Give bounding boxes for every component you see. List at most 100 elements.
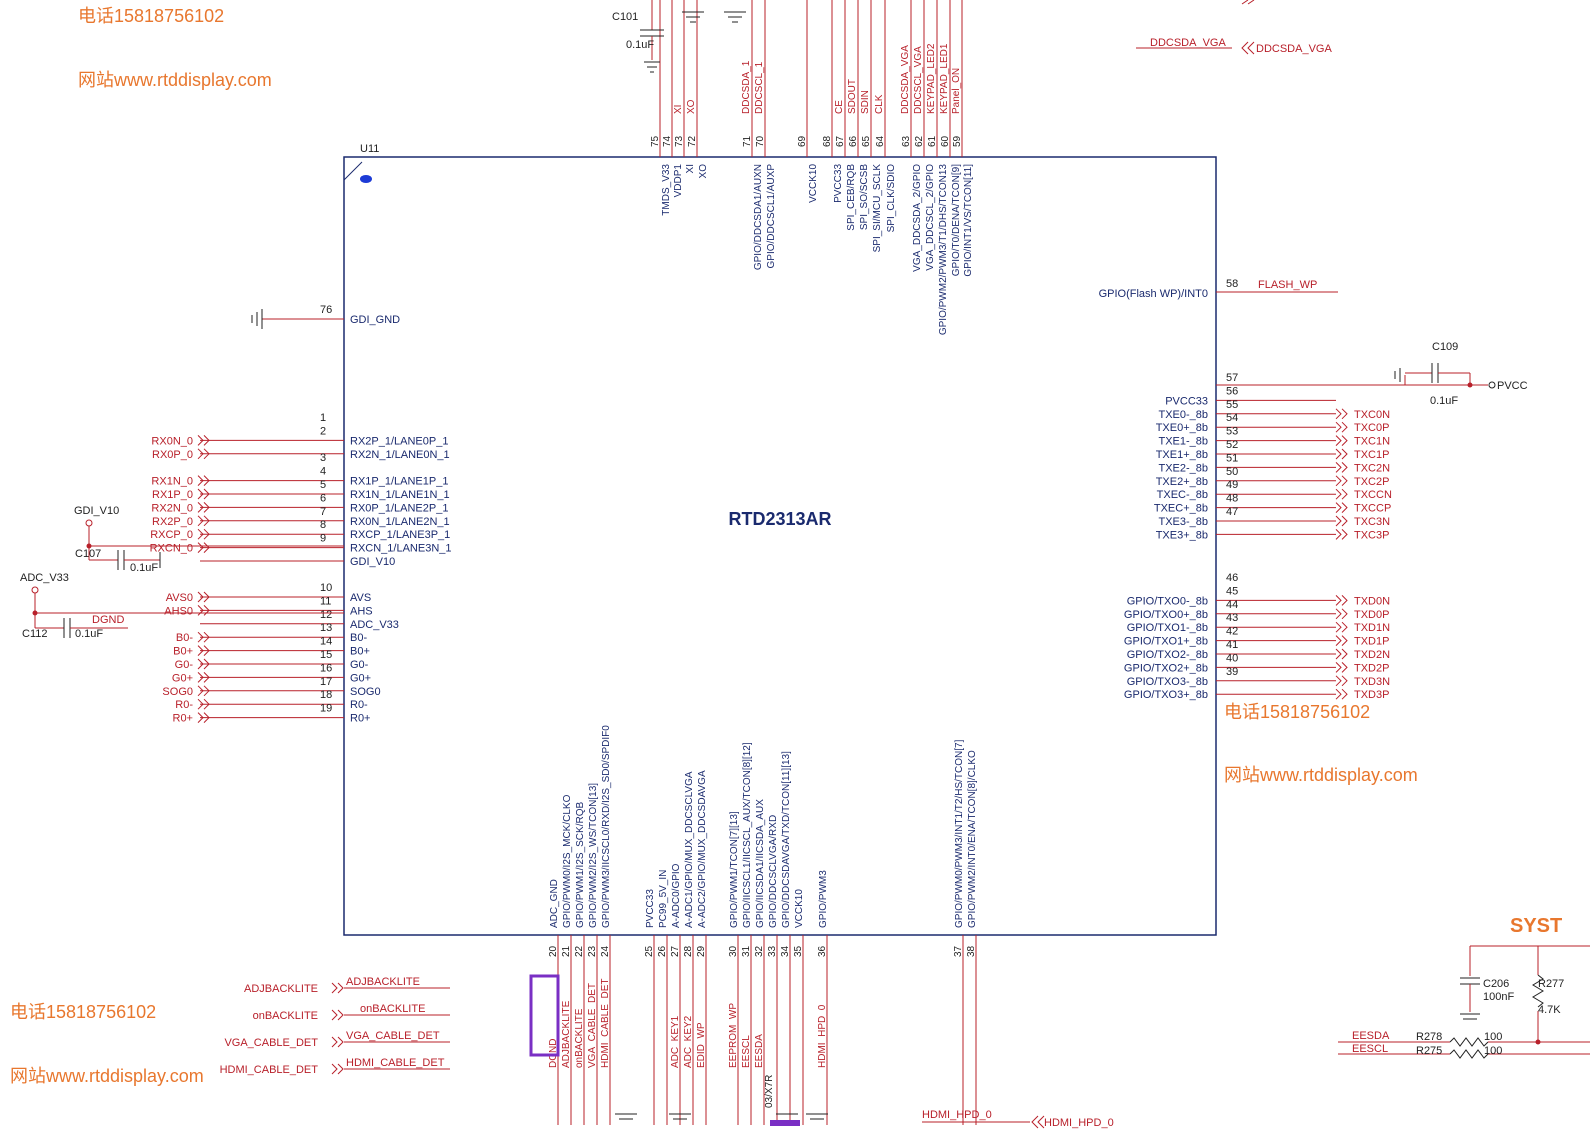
watermark-phone-2: 电话15818756102: [1224, 702, 1370, 722]
right-net-label: TXD3P: [1354, 689, 1389, 701]
left-net-label: AHS0: [164, 605, 193, 617]
adc-v33-net: ADC_V33: [20, 572, 69, 584]
flash-wp-net: FLASH_WP: [1258, 279, 1317, 291]
top-net-label: DDCSDA_VGA: [900, 45, 911, 114]
bottom-net-label: HDMI_CABLE_DET: [600, 979, 611, 1068]
left-pin-num: 11: [320, 595, 331, 607]
chip-pin1-mark: [343, 161, 363, 181]
left-port-arrow: [197, 698, 210, 710]
top-pin-label: SPI_SI/MCU_SCLK: [872, 164, 883, 253]
top-net-label: CE: [834, 100, 845, 114]
chip-name: RTD2313AR: [728, 509, 831, 529]
bottom-port-arrow: [331, 982, 344, 994]
bottom-pin-num: 28: [683, 945, 694, 957]
top-pin-label: VDDP1: [673, 164, 684, 198]
right-port-arrow: [1335, 648, 1348, 660]
left-pin-label: AVS: [350, 592, 371, 604]
left-pin-label: RX1P_1/LANE1P_1: [350, 476, 448, 488]
right-net-label: TXC1N: [1354, 436, 1390, 448]
top-pin-num: 73: [674, 135, 685, 147]
watermark-site-1: 网站www.rtddisplay.com: [78, 70, 272, 90]
right-net-label: TXD2P: [1354, 662, 1389, 674]
right-port-arrow: [1335, 515, 1348, 527]
top-pin-num: 68: [822, 135, 833, 147]
left-pin-num: 17: [320, 676, 332, 688]
left-net-label: G0+: [172, 672, 193, 684]
left-net-label: RX2N_0: [151, 502, 193, 514]
left-pin-num: 9: [320, 533, 326, 545]
bottom-pin-num: 20: [548, 945, 559, 957]
right-net-label: TXC1P: [1354, 449, 1389, 461]
bottom-pin-group: 20ADC_GNDDGND21GPIO/PWM0/I2S_MCK/CLKOADJ…: [548, 725, 978, 1125]
gdi-v10-net: GDI_V10: [74, 505, 119, 517]
bottom-pin-label: GPIO/IICSDA1/IICSDA_AUX: [755, 799, 766, 928]
watermark-phone-3: 电话15818756102: [10, 1002, 156, 1022]
left-port-arrow: [197, 502, 210, 513]
bottom-net-label: ADC_KEY1: [670, 1015, 681, 1068]
bottom-port-wire-label: VGA_CABLE_DET: [346, 1030, 440, 1042]
top-pin-label: GPIO/PWM2/PWM3/T1/DHS/TCON13: [938, 164, 949, 336]
hdmi-hpd-wire-label: HDMI_HPD_0: [922, 1109, 992, 1121]
c101-ref: C101: [612, 11, 638, 23]
bottom-pin-label: GPIO/DDCSCLVGA/RXD: [768, 815, 779, 928]
left-pin-label: G0-: [350, 659, 369, 671]
right-pin-label: TXEC-_8b: [1157, 489, 1208, 501]
left-port-arrow: [197, 515, 210, 527]
left-pin-num: 6: [320, 492, 326, 504]
top-pin-num: 59: [952, 135, 963, 147]
bottom-port-arrow: [331, 1063, 344, 1075]
left-pin-label: RX2P_1/LANE0P_1: [350, 435, 448, 447]
bottom-pin-num: 29: [696, 945, 707, 957]
right-net-label: TXD1P: [1354, 636, 1389, 648]
left-net-label: R0-: [175, 699, 193, 711]
right-pin-label: TXE3-_8b: [1158, 516, 1208, 528]
bottom-pin-label: A-ADC0/GPIO: [671, 863, 682, 928]
left-net-label: R0+: [173, 713, 194, 725]
top-net-label: XO: [686, 99, 697, 114]
left-port-arrow: [197, 448, 210, 460]
right-net-label: TXCCP: [1354, 503, 1391, 515]
right-pin-label: TXE3+_8b: [1156, 529, 1208, 541]
right-pin-num: 45: [1226, 585, 1238, 597]
bottom-pin-num: 35: [793, 945, 804, 957]
right-net-label: TXC2N: [1354, 462, 1390, 474]
r275-ref: R275: [1416, 1045, 1442, 1057]
pvcc-net: PVCC: [1497, 380, 1528, 392]
bottom-port-group: ADJBACKLITEADJBACKLITEonBACKLITEonBACKLI…: [220, 976, 450, 1076]
left-port-arrow: [197, 475, 210, 486]
top-net-label: SDOUT: [847, 79, 858, 114]
bottom-pin-label: PC99_5V_IN: [658, 870, 669, 928]
top-pin-label: VGA_DDCSCL_2/GPIO: [925, 164, 936, 271]
watermark-site-2: 网站www.rtddisplay.com: [1224, 765, 1418, 785]
right-pin-label: TXE2-_8b: [1158, 462, 1208, 474]
top-pin-label: PVCC33: [833, 164, 844, 203]
eesda-net: EESDA: [1352, 1030, 1390, 1042]
left-pin-label: RX0N_1/LANE2N_1: [350, 516, 450, 528]
right-pin-num: 56: [1226, 385, 1238, 397]
top-net-label: CLK: [874, 94, 885, 114]
bottom-net-label: ADJBACKLITE: [561, 1000, 572, 1068]
r278-ref: R278: [1416, 1031, 1442, 1043]
bottom-pin-label: GPIO/PWM1/I2S_SCK/RQB: [575, 802, 586, 928]
left-net-label: AVS0: [166, 592, 193, 604]
bottom-pin-num: 22: [574, 945, 585, 957]
right-pin-num: 44: [1226, 599, 1238, 611]
bottom-pin-num: 33: [767, 945, 778, 957]
left-pin-label: R0+: [350, 713, 371, 725]
top-net-label: XI: [673, 105, 684, 114]
c112-ref: C112: [22, 628, 47, 640]
watermark-phone-1: 电话15818756102: [78, 6, 224, 26]
left-port-arrow: [197, 591, 210, 603]
right-port-arrow: [1335, 688, 1348, 700]
left-pin-num: 16: [320, 662, 332, 674]
top-pin-label: SPI_SO/SCSB: [859, 164, 870, 230]
right-pin-num: 47: [1226, 506, 1238, 518]
bottom-pin-num: 25: [644, 945, 655, 957]
left-net-label: RX0P_0: [152, 449, 193, 461]
left-port-arrow: [197, 542, 210, 553]
syst-title: SYST: [1510, 915, 1562, 937]
adc-v33-terminal: [31, 586, 39, 594]
top-pin-num: 63: [901, 135, 912, 147]
top-pin-num: 64: [875, 135, 886, 147]
